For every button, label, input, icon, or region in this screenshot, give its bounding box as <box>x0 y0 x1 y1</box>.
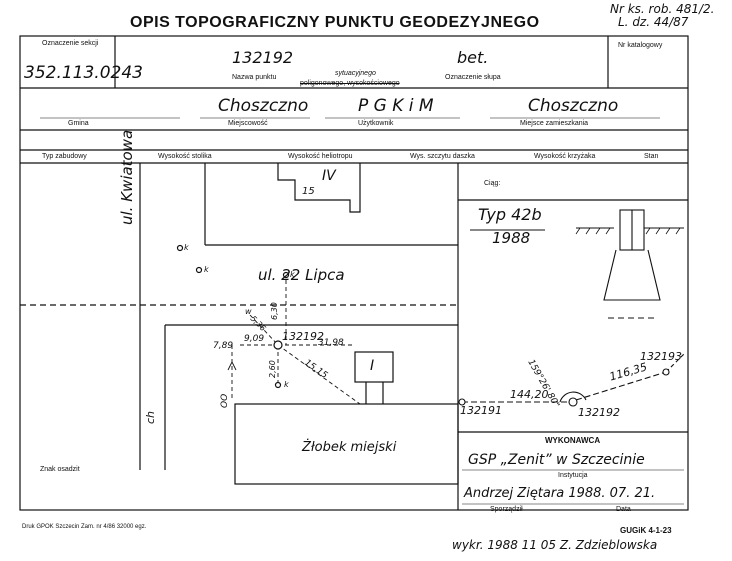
znak-label: Znak osadzit <box>40 466 80 473</box>
building-number: 15 <box>302 186 315 197</box>
w-label: w <box>245 307 252 316</box>
post-value: bet. <box>457 48 489 67</box>
typ-year: 1988 <box>492 229 531 247</box>
street-kwiatowa: ul. Kwiatowa <box>118 129 136 225</box>
hydrant-label: I <box>370 358 375 374</box>
building-floors: IV <box>322 168 336 184</box>
k-marker-1: k <box>184 243 189 252</box>
ch-label: ch <box>144 410 157 424</box>
zamieszkania-label: Miejsce zamieszkania <box>520 120 589 127</box>
typ-label: Typ 42b <box>478 205 542 224</box>
traverse-right-point: 132193 <box>640 350 682 363</box>
point-name-label: Nazwa punktu <box>232 74 277 81</box>
oo-label: OO <box>220 393 230 408</box>
col-typ-zabudowy: Typ zabudowy <box>42 153 87 160</box>
executor-heading: WYKONAWCA <box>545 436 601 445</box>
ciag-label: Ciąg: <box>484 180 501 187</box>
traverse-dist-left: 144,20 <box>510 388 549 401</box>
section-label: Oznaczenie sekcji <box>42 40 99 47</box>
institution-value: GSP „Zenit” w Szczecinie <box>468 452 645 468</box>
form-title: OPIS TOPOGRAFICZNY PUNKTU GEODEZYJNEGO <box>130 14 540 31</box>
nr-ks-rob: Nr ks. rob. 481/2. <box>610 2 715 16</box>
data-label: Data <box>616 506 631 513</box>
gmina-value: Choszczno <box>218 96 309 116</box>
col-wys-daszka: Wys. szczytu daszka <box>410 153 475 160</box>
author-value: Andrzej Ziętara 1988. 07. 21. <box>464 486 656 501</box>
k-marker-2: k <box>204 265 209 274</box>
dist-630: 6,30 <box>270 302 279 320</box>
wykr-note: wykr. 1988 11 05 Z. Zdzieblowska <box>452 538 658 552</box>
col-wys-heliotropu: Wysokość heliotropu <box>288 153 353 160</box>
dist-789: 7,89 <box>213 341 234 351</box>
point-name-value: 132192 <box>232 48 294 67</box>
traverse-left-point: 132191 <box>460 404 502 417</box>
col-wys-stolika: Wysokość stolika <box>158 153 212 160</box>
uzytkownik-label: Użytkownik <box>358 120 394 127</box>
dist-260: 2,60 <box>268 360 277 378</box>
k-marker-3: k <box>290 270 295 279</box>
point-type-line1: sytuacyjnego <box>335 70 376 77</box>
street-22-lipca: ul. 22 Lipca <box>258 266 345 284</box>
point-label: 132192 <box>282 330 324 343</box>
miejscowosc-label: Miejscowość <box>228 120 268 127</box>
catalog-label: Nr katalogowy <box>618 42 663 49</box>
col-wys-krzyzaka: Wysokość krzyżaka <box>534 153 596 160</box>
post-label: Oznaczenie słupa <box>445 74 501 81</box>
print-info: Druk GPOK Szczecin Zam. nr 4/86 32000 eg… <box>22 524 147 530</box>
l-dz: L. dz. 44/87 <box>618 15 689 29</box>
point-type-line2: poligonowego, wysokościowego <box>300 80 400 87</box>
form-code: GUGiK 4-1-23 <box>620 526 672 535</box>
col-stan: Stan <box>644 153 659 160</box>
zamieszkania-value: Choszczno <box>528 96 619 116</box>
institution-label: Instytucja <box>558 472 588 479</box>
traverse-center-point: 132192 <box>578 406 620 419</box>
nursery-label: Żłobek miejski <box>302 440 397 455</box>
dist-909: 9,09 <box>244 334 265 344</box>
author-label: Sporządził <box>490 506 523 513</box>
uzytkownik-value: P G K i M <box>358 96 434 116</box>
k-marker-4: k <box>284 380 289 389</box>
dist-3198: 31,98 <box>318 338 344 348</box>
gmina-label: Gmina <box>68 120 89 127</box>
section-value: 352.113.0243 <box>24 63 143 83</box>
